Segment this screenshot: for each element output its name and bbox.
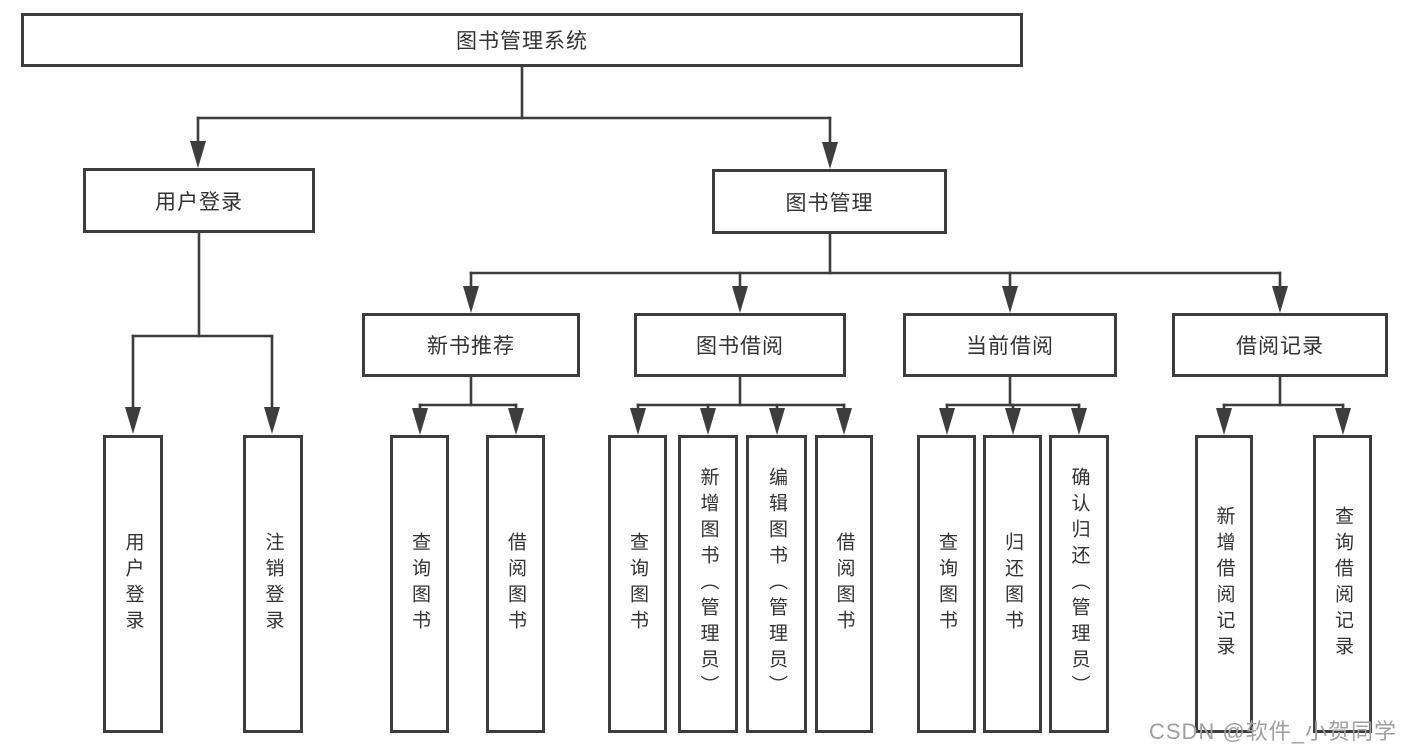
leaf-recommend-borrow-books: 借阅图书 bbox=[486, 435, 545, 733]
leaf-label: 查询图书 bbox=[627, 532, 648, 636]
leaf-label: 新增借阅记录 bbox=[1213, 506, 1235, 662]
leaf-label: 查询图书 bbox=[409, 532, 430, 636]
leaf-label: 查询图书 bbox=[936, 532, 957, 636]
connector-new-book-recommend-to-leaves bbox=[412, 375, 524, 435]
connector-user-login-to-leaves bbox=[125, 231, 280, 434]
node-library-management-system: 图书管理系统 bbox=[21, 13, 1023, 67]
leaf-label: 借阅图书 bbox=[505, 532, 526, 636]
leaf-label: 编辑图书（管理员） bbox=[766, 467, 787, 701]
node-label: 新书推荐 bbox=[427, 335, 515, 358]
node-new-book-recommend: 新书推荐 bbox=[362, 313, 580, 377]
connector-borrow-records-to-leaves bbox=[1216, 375, 1351, 435]
leaf-borrow-book: 借阅图书 bbox=[815, 435, 873, 733]
leaf-logout: 注销登录 bbox=[243, 435, 303, 733]
leaf-label: 注销登录 bbox=[262, 532, 284, 636]
leaf-confirm-return-admin: 确认归还（管理员） bbox=[1049, 435, 1109, 733]
connector-book-borrow-to-leaves bbox=[630, 375, 852, 435]
leaf-query-borrow-record: 查询借阅记录 bbox=[1313, 435, 1372, 733]
leaf-label: 用户登录 bbox=[122, 532, 144, 636]
leaf-label: 确认归还（管理员） bbox=[1068, 467, 1090, 701]
node-label: 图书管理 bbox=[785, 191, 874, 215]
node-book-management: 图书管理 bbox=[712, 169, 947, 234]
node-user-login: 用户登录 bbox=[83, 168, 315, 233]
leaf-edit-book-admin: 编辑图书（管理员） bbox=[746, 435, 807, 733]
leaf-user-login: 用户登录 bbox=[103, 435, 163, 733]
node-label: 借阅记录 bbox=[1236, 335, 1324, 358]
connector-book-management-to-level3 bbox=[463, 232, 1288, 313]
node-label: 图书管理系统 bbox=[456, 30, 588, 53]
leaf-add-book-admin: 新增图书（管理员） bbox=[678, 435, 738, 733]
node-label: 图书借阅 bbox=[696, 335, 784, 358]
node-book-borrow: 图书借阅 bbox=[634, 313, 846, 377]
leaf-label: 新增图书（管理员） bbox=[697, 467, 719, 701]
leaf-return-book: 归还图书 bbox=[983, 435, 1042, 733]
node-current-borrow: 当前借阅 bbox=[903, 313, 1117, 377]
leaf-current-query-books: 查询图书 bbox=[917, 435, 976, 733]
node-borrow-records: 借阅记录 bbox=[1172, 313, 1388, 377]
leaf-label: 归还图书 bbox=[1002, 532, 1023, 636]
connector-current-borrow-to-leaves bbox=[939, 375, 1087, 435]
leaf-add-borrow-record: 新增借阅记录 bbox=[1195, 435, 1253, 733]
leaf-label: 查询借阅记录 bbox=[1332, 506, 1353, 662]
leaf-recommend-query-books: 查询图书 bbox=[390, 435, 449, 733]
node-label: 当前借阅 bbox=[966, 335, 1054, 358]
leaf-borrow-query-books: 查询图书 bbox=[608, 435, 667, 733]
connector-root-to-level2 bbox=[190, 65, 838, 169]
node-label: 用户登录 bbox=[155, 190, 243, 214]
leaf-label: 借阅图书 bbox=[833, 532, 855, 636]
